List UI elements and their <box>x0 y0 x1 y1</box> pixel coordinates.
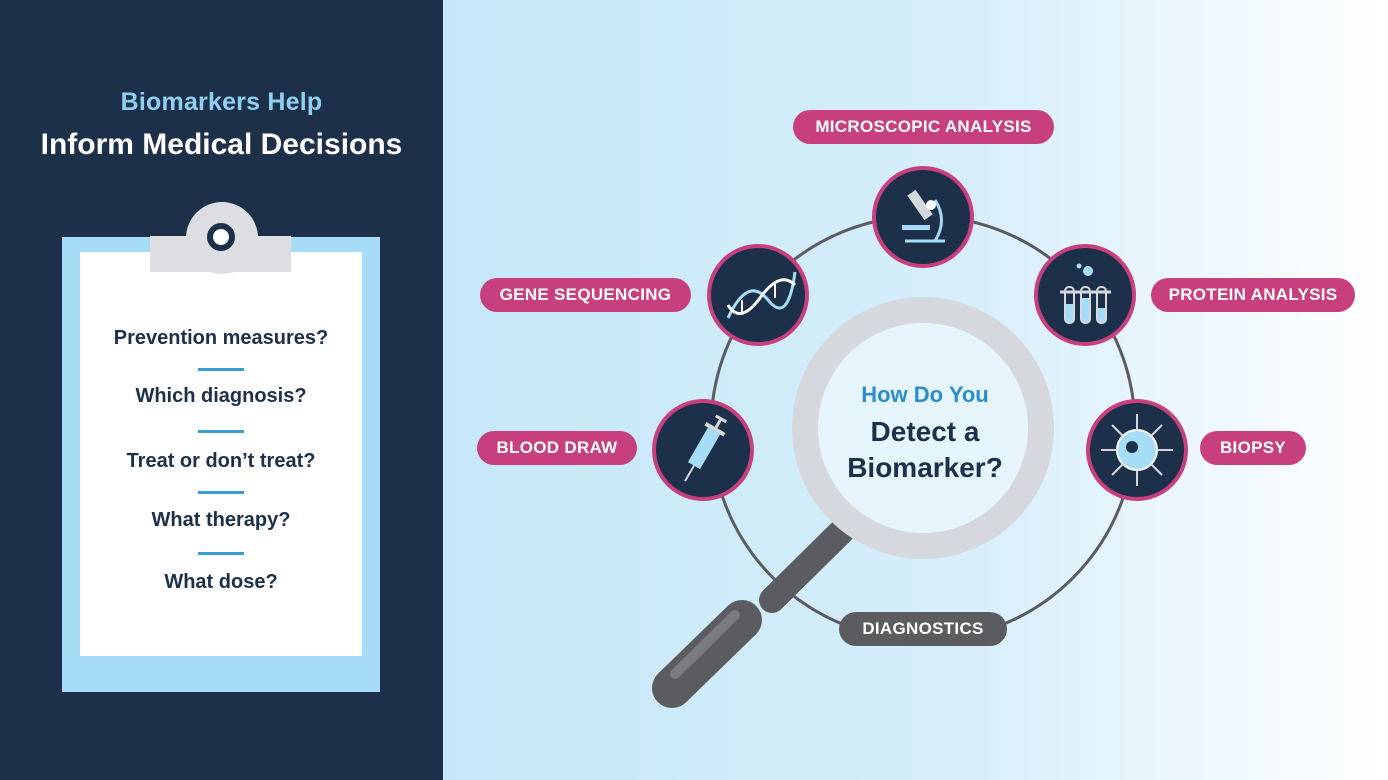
label-microscopic-analysis: MICROSCOPIC ANALYSIS <box>793 110 1054 144</box>
center-question-intro: How Do You <box>861 382 989 407</box>
question-divider <box>198 430 244 433</box>
label-blood-draw: BLOOD DRAW <box>477 431 637 465</box>
panel-subtitle: Biomarkers Help <box>120 88 323 116</box>
label-gene-sequencing: GENE SEQUENCING <box>480 278 691 312</box>
question-item: What dose? <box>164 571 278 593</box>
cell-icon <box>1086 399 1188 501</box>
center-question-line: Detect a <box>870 416 980 447</box>
question-divider <box>198 552 244 555</box>
panel-title: Inform Medical Decisions <box>40 128 403 161</box>
label-protein-analysis: PROTEIN ANALYSIS <box>1151 278 1355 312</box>
magnifier-rim <box>792 297 1054 559</box>
question-item: Treat or don’t treat? <box>126 450 316 472</box>
clipboard-paper <box>80 252 362 656</box>
microscope-icon <box>872 166 974 268</box>
syringe-icon <box>652 399 754 501</box>
label-biopsy: BIOPSY <box>1200 431 1306 465</box>
dna-icon <box>707 244 809 346</box>
label-diagnostics: DIAGNOSTICS <box>839 612 1007 646</box>
question-item: Which diagnosis? <box>135 385 307 407</box>
clipboard-clip-hole <box>207 223 235 251</box>
magnifying-glass-icon <box>652 297 1054 708</box>
magnifier-lens <box>818 323 1028 533</box>
question-item: What therapy? <box>151 509 291 531</box>
center-question-line: Biomarker? <box>847 452 1003 483</box>
question-divider <box>198 368 244 371</box>
question-item: Prevention measures? <box>113 327 329 349</box>
test-tubes-icon <box>1034 244 1136 346</box>
center-question-main: Detect a Biomarker? <box>820 414 1030 486</box>
question-divider <box>198 491 244 494</box>
